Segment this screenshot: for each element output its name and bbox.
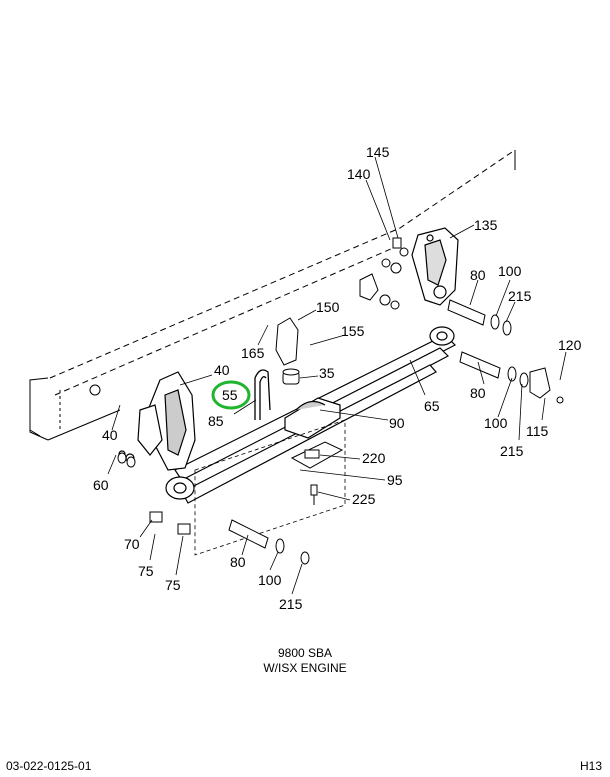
doc-number: 03-022-0125-01: [6, 759, 92, 773]
callout-labels: 145 140 135 80 100 215 150 155 165 40 35…: [93, 144, 582, 612]
front-hanger-bracket: [118, 371, 196, 471]
callout-75-right: 75: [165, 577, 181, 593]
callout-90: 90: [389, 415, 405, 431]
callout-55: 55: [222, 387, 238, 403]
highlight-ring: [211, 380, 251, 410]
rear-shackle: [529, 367, 564, 404]
callout-70: 70: [124, 536, 140, 552]
left-shackle-bracket: [359, 273, 400, 310]
callout-150: 150: [316, 299, 340, 315]
stop-bracket: [275, 317, 299, 366]
callout-80-rear: 80: [470, 267, 486, 283]
callout-220: 220: [362, 450, 386, 466]
callout-225: 225: [352, 491, 376, 507]
front-pin-set: [228, 519, 310, 565]
callout-100-front: 100: [258, 572, 282, 588]
callout-95: 95: [387, 472, 403, 488]
callout-100-rear: 100: [498, 263, 522, 279]
caption-line-1: 9800 SBA: [277, 646, 333, 660]
rear-hanger-bracket: [411, 227, 459, 306]
axle-seat: [284, 397, 341, 439]
page-code: H13: [579, 759, 602, 773]
upper-hardware: [381, 237, 409, 274]
callout-135: 135: [474, 217, 498, 233]
callout-75-left: 75: [138, 563, 154, 579]
callout-65: 65: [424, 398, 440, 414]
callout-120: 120: [558, 337, 582, 353]
callout-215-front: 215: [279, 596, 303, 612]
caption-line-2: W/ISX ENGINE: [263, 661, 347, 675]
callout-85: 85: [208, 413, 224, 429]
callout-40-upper: 40: [214, 362, 230, 378]
callout-215-rear: 215: [508, 288, 532, 304]
callout-40-lower: 40: [102, 427, 118, 443]
callout-60: 60: [93, 477, 109, 493]
callout-215-right: 215: [500, 443, 524, 459]
bump-stop: [282, 368, 300, 385]
callout-80-front: 80: [230, 554, 246, 570]
callout-165: 165: [241, 345, 265, 361]
u-bolt: [254, 369, 271, 420]
spacer-plate: [290, 441, 344, 469]
right-pin-set: [459, 351, 529, 388]
plate-outline: [194, 419, 346, 556]
callout-155: 155: [341, 323, 365, 339]
callout-80-right: 80: [470, 385, 486, 401]
washer-60: [117, 452, 136, 468]
callout-115: 115: [526, 423, 549, 439]
callout-140: 140: [347, 166, 371, 182]
rear-pin-set: [447, 299, 512, 336]
callout-100-right: 100: [484, 415, 508, 431]
leader-lines: [107, 156, 567, 595]
bolt-225: [310, 484, 318, 505]
callout-35: 35: [319, 365, 335, 381]
frame-rail: [29, 149, 516, 441]
clips: [149, 511, 191, 535]
callout-145: 145: [366, 144, 390, 160]
